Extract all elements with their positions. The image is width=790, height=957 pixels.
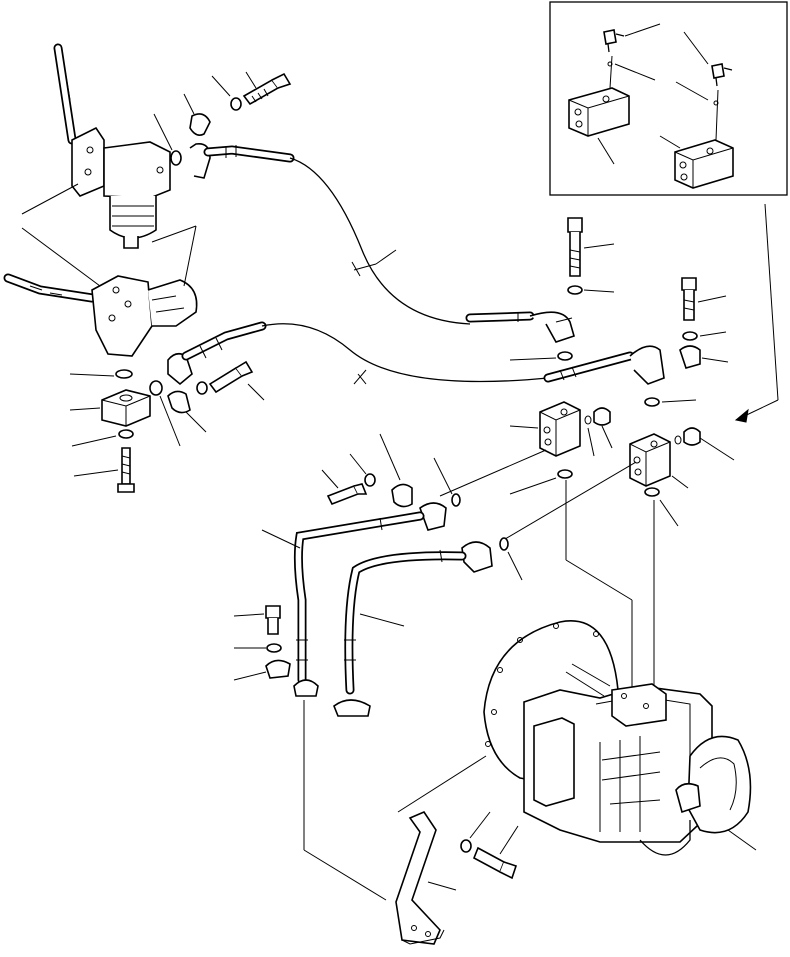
inset-leaders bbox=[597, 23, 709, 165]
steering-valve-lower bbox=[3, 273, 198, 357]
inset-plug-left bbox=[603, 29, 625, 53]
upper-flange-clamp bbox=[183, 93, 211, 136]
inset-plug-right bbox=[711, 63, 733, 87]
lower-left-bolt bbox=[233, 605, 291, 681]
steering-valve-upper bbox=[53, 43, 171, 249]
o-ring-right-top bbox=[644, 397, 697, 407]
inset-arrow bbox=[734, 203, 779, 423]
lower-right-hose bbox=[333, 537, 523, 717]
o-ring-center-bottom bbox=[509, 469, 573, 495]
leader-right-block bbox=[499, 461, 637, 543]
left-adapter-block bbox=[69, 369, 151, 493]
inset-frame bbox=[549, 1, 788, 196]
o-ring-right-bottom bbox=[644, 487, 679, 527]
right-valve-block bbox=[629, 427, 735, 489]
inset-valve-block-lower bbox=[674, 139, 734, 189]
center-valve-block bbox=[509, 401, 613, 457]
lower-left-hose bbox=[261, 502, 447, 697]
upper-o-ring bbox=[153, 113, 182, 166]
lower-bolt-group bbox=[321, 433, 461, 508]
upper-bolt bbox=[211, 71, 292, 111]
upper-hose bbox=[189, 142, 575, 343]
right-bolt bbox=[679, 277, 729, 369]
upper-right-bolt bbox=[567, 217, 615, 295]
transmission-assembly bbox=[483, 620, 757, 856]
inset-detail bbox=[549, 1, 788, 196]
bracket-bolt bbox=[460, 811, 519, 880]
middle-hose bbox=[167, 321, 665, 386]
inset-valve-block-upper bbox=[568, 87, 630, 137]
o-ring-center-top bbox=[509, 351, 573, 361]
middle-clamp bbox=[167, 390, 207, 433]
left-leaders bbox=[21, 183, 197, 287]
mounting-bracket bbox=[395, 755, 487, 945]
leader-center-block bbox=[439, 449, 547, 497]
middle-bolt bbox=[196, 360, 265, 401]
middle-o-ring bbox=[149, 380, 181, 447]
